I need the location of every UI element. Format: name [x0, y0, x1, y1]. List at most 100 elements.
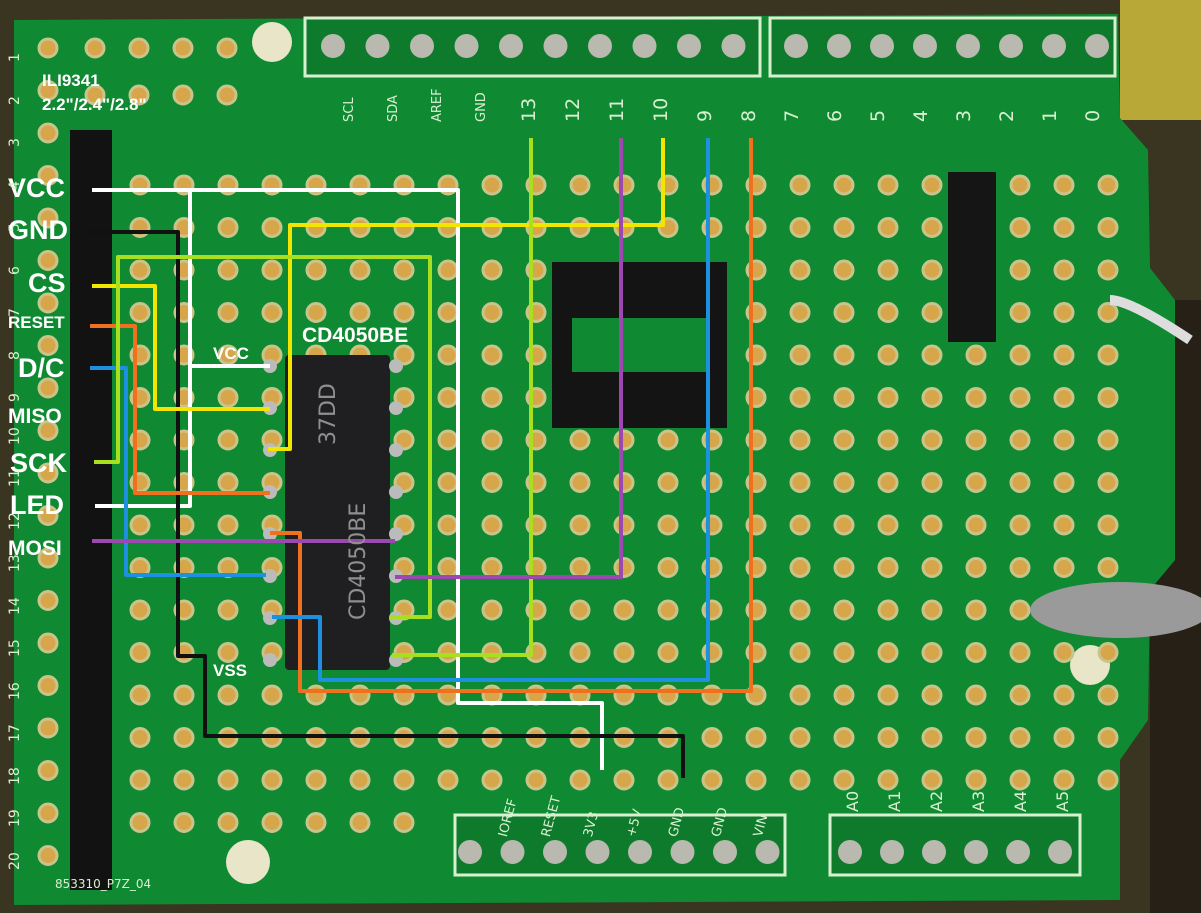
solder-pad	[1009, 684, 1031, 706]
solder-pad	[880, 840, 904, 864]
solder-pad	[877, 684, 899, 706]
solder-pad	[217, 472, 239, 493]
solder-pad	[481, 174, 503, 196]
solder-pad	[481, 599, 503, 621]
solder-pad	[393, 344, 415, 366]
digital-pin-label: AREF	[430, 88, 445, 122]
solder-pad	[1097, 344, 1119, 366]
solder-pad	[877, 302, 899, 323]
solder-pad	[921, 684, 943, 706]
digital-pin-label: 11	[606, 97, 628, 122]
solder-pad	[481, 642, 503, 663]
solder-pad	[833, 514, 855, 536]
solder-pad	[789, 727, 811, 748]
solder-pad	[701, 472, 723, 493]
solder-pad	[588, 34, 612, 58]
solder-pad	[173, 812, 195, 833]
signal-label-led: LED	[10, 490, 64, 520]
solder-pad	[1053, 387, 1075, 408]
solder-pad	[789, 472, 811, 493]
solder-pad	[481, 259, 503, 281]
row-number: 11	[7, 469, 23, 487]
solder-pad	[389, 443, 403, 457]
solder-pad	[1097, 684, 1119, 706]
solder-pad	[263, 653, 277, 667]
solder-pad	[921, 302, 943, 323]
row-number: 14	[7, 596, 23, 615]
solder-pad	[1097, 727, 1119, 748]
solder-pad	[701, 642, 723, 663]
solder-pad	[789, 174, 811, 196]
solder-pad	[543, 34, 568, 58]
solder-pad	[437, 344, 459, 366]
solder-pad	[921, 727, 943, 748]
solder-pad	[37, 505, 59, 526]
digital-pin-label: 12	[562, 97, 584, 122]
solder-pad	[263, 569, 277, 583]
chip-name-label: CD4050BE	[302, 324, 409, 347]
analog-header-block	[828, 813, 1082, 877]
solder-pad	[37, 122, 59, 144]
solder-pad	[1053, 302, 1075, 323]
solder-pad	[37, 547, 59, 569]
solder-pad	[965, 599, 987, 621]
digital-pin-label: 5	[867, 109, 889, 122]
solder-pad	[525, 769, 547, 791]
solder-pad	[349, 259, 371, 281]
solder-pad	[701, 429, 723, 451]
signal-label-sck: SCK	[10, 448, 68, 478]
solder-pad	[677, 34, 701, 58]
solder-pad	[1053, 642, 1075, 663]
solder-pad	[965, 472, 987, 493]
solder-pad	[965, 642, 987, 663]
wire-pin8	[270, 138, 753, 693]
crystal-component	[1030, 582, 1201, 638]
digital-pin-label: 8	[738, 109, 760, 122]
analog-pin-label: A3	[969, 790, 988, 812]
solder-pad	[437, 557, 459, 578]
solder-pad	[613, 514, 635, 536]
solder-pad	[921, 429, 943, 451]
row-number: 6	[7, 265, 23, 275]
solder-pad	[217, 217, 239, 238]
solder-pad	[349, 302, 371, 323]
row-number: 8	[7, 350, 23, 360]
solder-pad	[1009, 727, 1031, 748]
solder-pad	[877, 557, 899, 578]
solder-pad	[128, 84, 150, 106]
solder-pad	[701, 514, 723, 536]
solder-pad	[613, 217, 635, 238]
solder-pad	[1085, 34, 1109, 58]
solder-pad	[1048, 840, 1072, 864]
solder-pad	[921, 387, 943, 408]
solder-pad	[701, 557, 723, 578]
solder-pad	[877, 514, 899, 536]
solder-pad	[37, 590, 59, 611]
solder-pad	[789, 387, 811, 408]
display-model-label: ILI9341	[42, 71, 100, 90]
solder-pad	[37, 37, 59, 59]
solder-pad	[37, 420, 59, 441]
chip-marking-2: CD4050BE	[346, 502, 371, 620]
solder-pad	[965, 557, 987, 578]
solder-pad	[789, 302, 811, 323]
solder-pad	[499, 34, 523, 58]
solder-pad	[321, 34, 345, 58]
solder-pad	[437, 599, 459, 621]
solder-pad	[37, 845, 59, 866]
solder-pad	[877, 387, 899, 408]
solder-pad	[628, 840, 652, 864]
solder-pad	[870, 34, 894, 58]
solder-pad	[921, 472, 943, 493]
solder-pad	[84, 84, 106, 106]
right-pin-header	[948, 172, 996, 342]
solder-pad	[569, 174, 591, 196]
digital-pin-label: SDA	[386, 95, 401, 122]
solder-pad	[129, 259, 151, 281]
digital-pin-label: 4	[910, 109, 932, 122]
solder-pad	[1009, 259, 1031, 281]
solder-pad	[833, 472, 855, 493]
wire-pin13	[392, 138, 533, 657]
solder-pad	[833, 387, 855, 408]
solder-pad	[410, 34, 434, 58]
